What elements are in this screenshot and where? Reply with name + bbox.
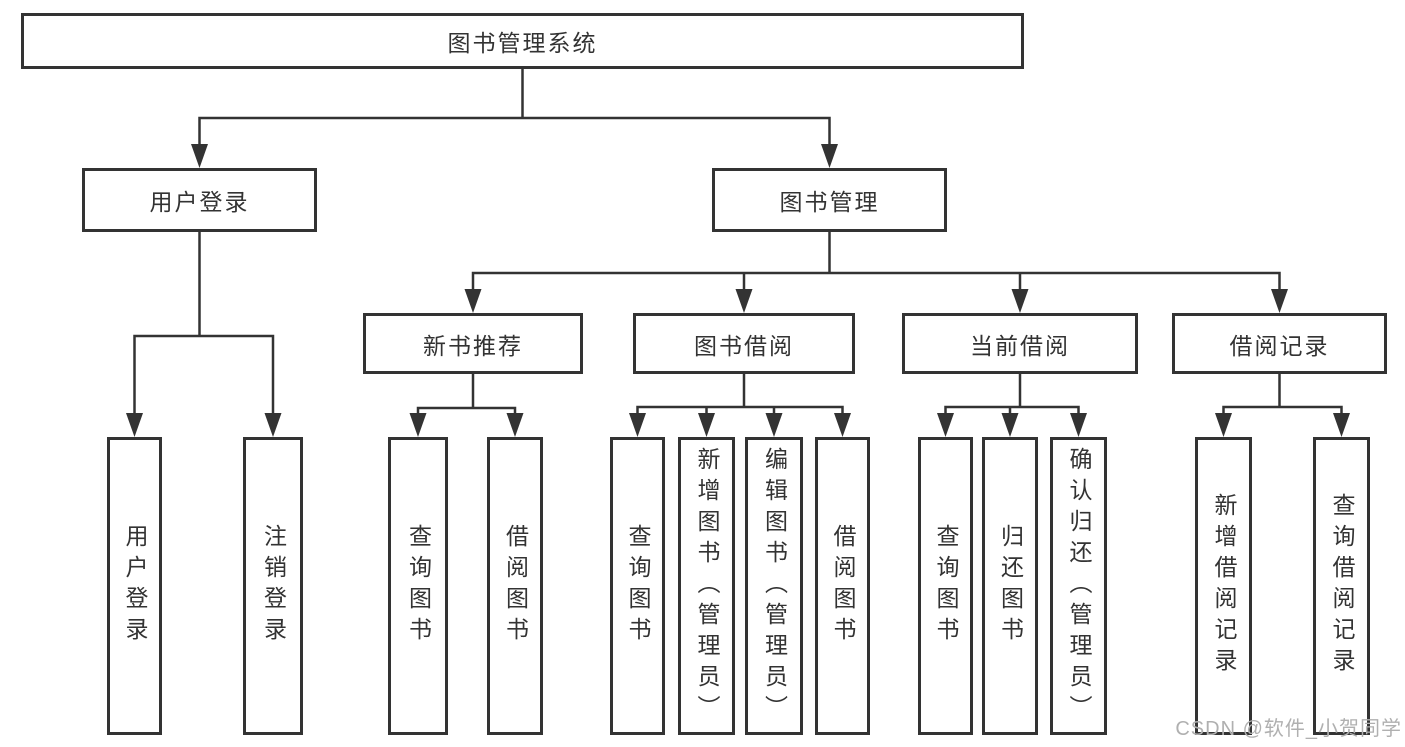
node-label: 借阅图书	[830, 524, 856, 648]
leaf-user-login: 用户登录	[107, 437, 162, 735]
leaf-current-confirm-return: 确认归还（管理员）	[1050, 437, 1107, 735]
node-label: 借阅记录	[1229, 332, 1330, 359]
leaf-logout: 注销登录	[243, 437, 303, 735]
node-label: 借阅图书	[502, 524, 529, 648]
arrowhead	[1011, 289, 1029, 313]
node-book-management: 图书管理	[712, 168, 947, 232]
node-label: 确认归还（管理员）	[1066, 446, 1092, 726]
arrowhead	[464, 289, 482, 313]
arrowhead	[1215, 413, 1232, 437]
node-borrowing-records: 借阅记录	[1172, 313, 1387, 374]
node-label: 查询借阅记录	[1329, 493, 1355, 679]
arrowhead	[821, 144, 838, 168]
arrowhead	[1271, 289, 1288, 313]
node-label: 新书推荐	[423, 332, 523, 359]
arrowhead	[126, 413, 143, 437]
node-label: 图书管理	[779, 189, 880, 215]
leaf-recommend-query-books: 查询图书	[388, 437, 448, 735]
leaf-current-query-books: 查询图书	[918, 437, 973, 735]
arrowhead	[264, 413, 282, 437]
arrowhead	[191, 144, 208, 168]
leaf-records-add-record: 新增借阅记录	[1195, 437, 1252, 735]
arrowhead	[834, 413, 851, 437]
arrowhead	[937, 413, 954, 437]
arrowhead	[1070, 413, 1087, 437]
node-label: 注销登录	[260, 524, 287, 648]
node-label: 图书借阅	[694, 332, 794, 359]
node-book-borrowing: 图书借阅	[633, 313, 855, 374]
node-label: 新增图书（管理员）	[694, 446, 720, 726]
node-label: 新增借阅记录	[1211, 493, 1237, 679]
node-library-management-system: 图书管理系统	[21, 13, 1024, 69]
watermark: CSDN @软件_小贺同学	[1175, 718, 1402, 740]
node-new-book-recommend: 新书推荐	[363, 313, 583, 374]
node-label: 查询图书	[933, 524, 959, 648]
arrowhead	[409, 413, 427, 437]
node-label: 用户登录	[149, 189, 250, 215]
arrowhead	[698, 413, 715, 437]
leaf-current-return-books: 归还图书	[982, 437, 1038, 735]
node-current-borrowing: 当前借阅	[902, 313, 1138, 374]
node-label: 归还图书	[997, 524, 1024, 648]
node-label: 用户登录	[122, 524, 148, 648]
node-label: 查询图书	[625, 524, 651, 648]
leaf-recommend-borrow-books: 借阅图书	[487, 437, 543, 735]
arrowhead	[1001, 413, 1019, 437]
node-label: 查询图书	[405, 524, 432, 648]
arrowhead	[765, 413, 783, 437]
node-label: 图书管理系统	[447, 30, 598, 56]
node-user-login: 用户登录	[82, 168, 317, 232]
arrowhead	[1333, 413, 1350, 437]
leaf-borrowing-query-books: 查询图书	[610, 437, 665, 735]
node-label: 编辑图书（管理员）	[761, 446, 788, 726]
arrowhead	[506, 413, 524, 437]
arrowhead	[629, 413, 646, 437]
leaf-borrowing-borrow-books: 借阅图书	[815, 437, 870, 735]
node-label: 当前借阅	[970, 332, 1070, 359]
leaf-records-query-record: 查询借阅记录	[1313, 437, 1370, 735]
arrowhead	[735, 289, 753, 313]
leaf-borrowing-edit-books: 编辑图书（管理员）	[745, 437, 803, 735]
leaf-borrowing-add-books: 新增图书（管理员）	[678, 437, 735, 735]
